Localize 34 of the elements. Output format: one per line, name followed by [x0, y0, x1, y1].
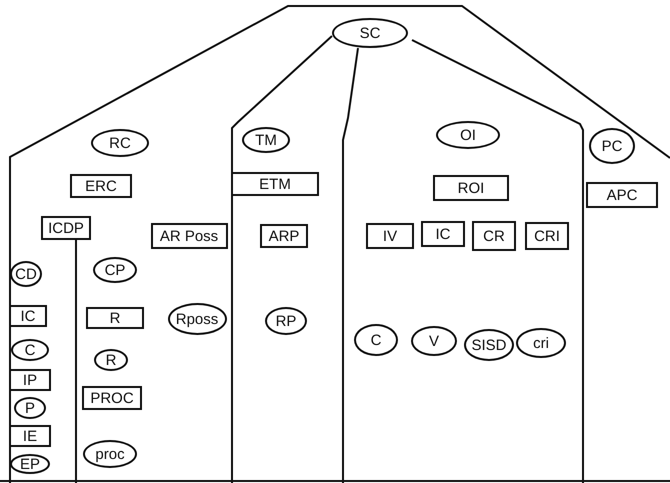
ellipse-node: PC [589, 128, 635, 164]
rectangle-node: ERC [70, 174, 132, 198]
rectangle-node: IC [9, 305, 47, 327]
rectangle-node: IC [421, 221, 465, 247]
ellipse-node: cri [516, 328, 566, 358]
ellipse-node: proc [83, 440, 137, 468]
ellipse-node: SC [332, 18, 408, 48]
rectangle-node: ETM [231, 172, 319, 196]
ellipse-node: TM [242, 127, 290, 153]
ellipse-node: RC [91, 129, 149, 157]
ellipse-node: Rposs [168, 303, 226, 335]
ellipse-node: OI [436, 121, 500, 149]
ellipse-node: SISD [464, 329, 514, 361]
ellipse-node: V [411, 326, 457, 356]
rectangle-node: IV [366, 223, 414, 249]
ellipse-node: P [14, 397, 46, 419]
ellipse-node: CD [10, 261, 42, 287]
rectangle-node: CRI [525, 222, 569, 250]
ellipse-node: RP [265, 307, 307, 335]
rectangle-node: AR Poss [150, 223, 228, 249]
rectangle-node: APC [586, 182, 658, 208]
rectangle-node: R [86, 307, 144, 329]
ellipse-node: R [94, 349, 128, 371]
rectangle-node: IE [9, 425, 51, 447]
rectangle-node: PROC [82, 386, 142, 410]
rectangle-node: ARP [260, 224, 308, 248]
ellipse-node: EP [10, 454, 50, 474]
ellipse-node: CP [93, 257, 137, 283]
rectangle-node: IP [9, 369, 51, 391]
rectangle-node: ROI [433, 175, 509, 201]
rectangle-node: CR [472, 221, 516, 251]
rectangle-node: ICDP [41, 216, 91, 240]
ellipse-node: C [354, 324, 398, 356]
ellipse-node: C [11, 339, 49, 361]
